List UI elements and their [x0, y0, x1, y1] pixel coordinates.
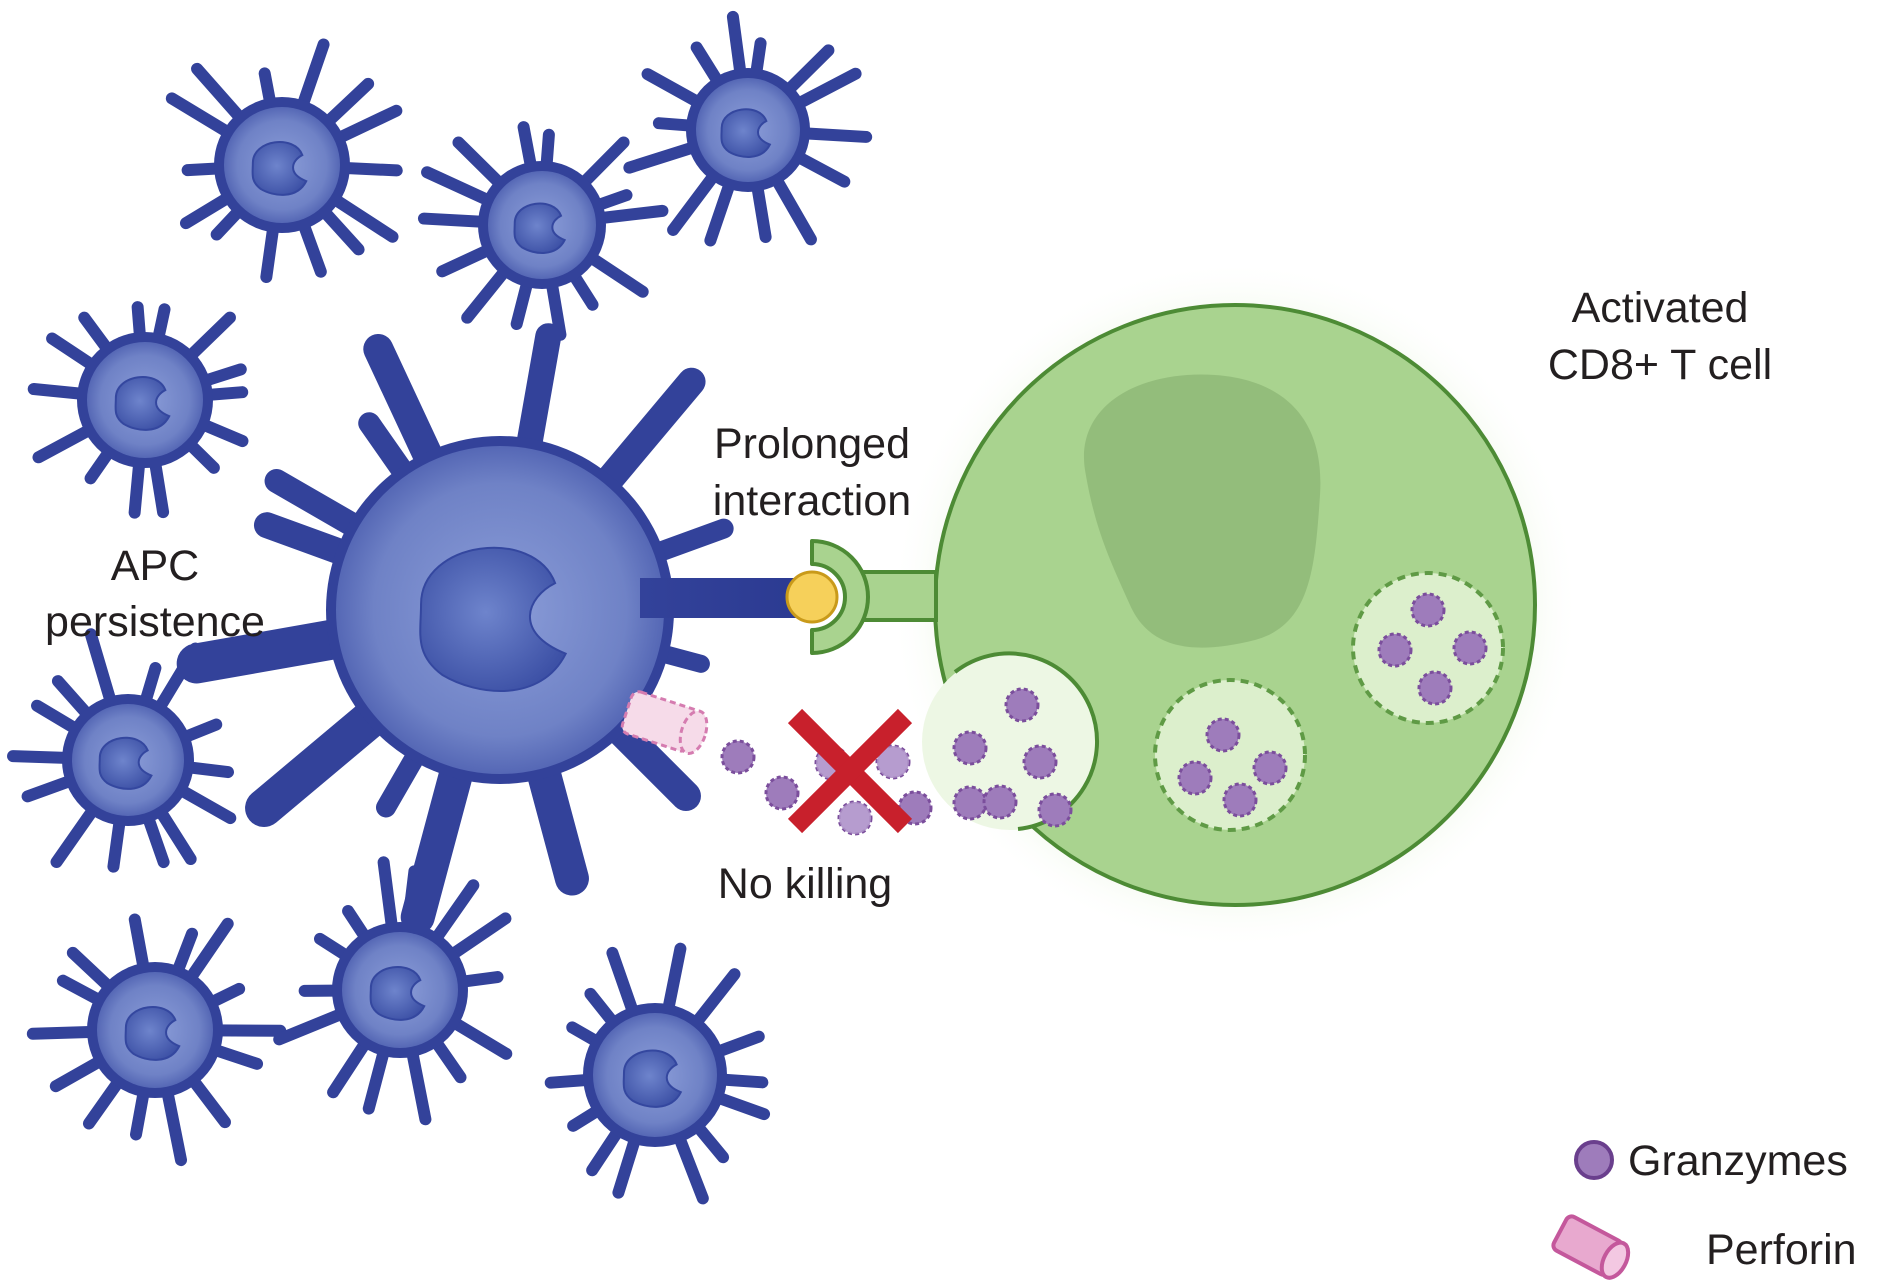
antigen-peptide: [785, 570, 839, 624]
granzyme: [1252, 750, 1288, 786]
apc-nucleus: [124, 1006, 181, 1061]
granzyme: [952, 785, 988, 821]
tcr-receptor-cup: [810, 539, 870, 655]
small-apc-cell: [273, 856, 513, 1126]
granzyme: [720, 739, 756, 775]
small-apc-cell: [544, 942, 771, 1205]
small-apc-cell: [27, 301, 249, 519]
legend-granzymes-label: Granzymes: [1628, 1137, 1848, 1185]
granzyme: [1004, 687, 1040, 723]
small-apc-group: [7, 10, 873, 1205]
tcr-stalk: [860, 570, 938, 622]
legend: Granzymes Perforin: [1551, 1137, 1857, 1280]
large-apc-cell: [176, 323, 734, 935]
granzyme: [952, 730, 988, 766]
granzyme-faded: [839, 802, 871, 834]
prolonged-interaction-label-line2: interaction: [713, 477, 911, 525]
apc-persistence-label-line2: persistence: [45, 598, 265, 646]
granzyme: [1037, 792, 1073, 828]
granzyme: [1377, 632, 1413, 668]
t-cell-nucleus: [1083, 374, 1321, 648]
small-apc-cell: [623, 10, 873, 247]
small-apc-cell: [165, 38, 403, 284]
no-killing-cross: [787, 708, 913, 834]
legend-granzyme-swatch: [1574, 1140, 1614, 1180]
perforin-faded: [620, 690, 709, 756]
apc-nucleus: [369, 966, 426, 1021]
apc-nucleus: [419, 546, 568, 692]
prolonged-interaction-label-line1: Prolonged: [714, 420, 910, 468]
legend-perforin-swatch: [1551, 1214, 1631, 1280]
granzyme: [1452, 630, 1488, 666]
small-apc-cell: [26, 913, 287, 1167]
activated-t-cell-label-line2: CD8+ T cell: [1548, 341, 1772, 389]
apc-tcr-connector: [640, 578, 810, 618]
apc-nucleus: [114, 376, 171, 431]
granzyme-faded: [877, 746, 909, 778]
granzyme: [1222, 782, 1258, 818]
apc-persistence-label-line1: APC: [111, 542, 199, 590]
granule-vesicle: [1351, 571, 1505, 725]
apc-nucleus: [251, 141, 308, 196]
apc-nucleus: [98, 736, 153, 790]
apc-nucleus: [622, 1049, 683, 1108]
granzyme: [764, 775, 800, 811]
granzyme: [1417, 670, 1453, 706]
large-apc-body: [176, 323, 734, 935]
no-killing-label: No killing: [718, 860, 892, 908]
granzyme: [982, 784, 1018, 820]
small-apc-cell: [417, 121, 669, 341]
apc-nucleus: [513, 202, 567, 254]
activated-t-cell-label-line1: Activated: [1572, 284, 1749, 332]
granzyme: [1022, 744, 1058, 780]
apc-nucleus: [720, 108, 772, 158]
granzyme: [1205, 717, 1241, 753]
legend-perforin-label: Perforin: [1706, 1226, 1857, 1274]
granzyme: [1410, 592, 1446, 628]
small-apc-cell: [7, 628, 237, 873]
granzyme: [1177, 760, 1213, 796]
